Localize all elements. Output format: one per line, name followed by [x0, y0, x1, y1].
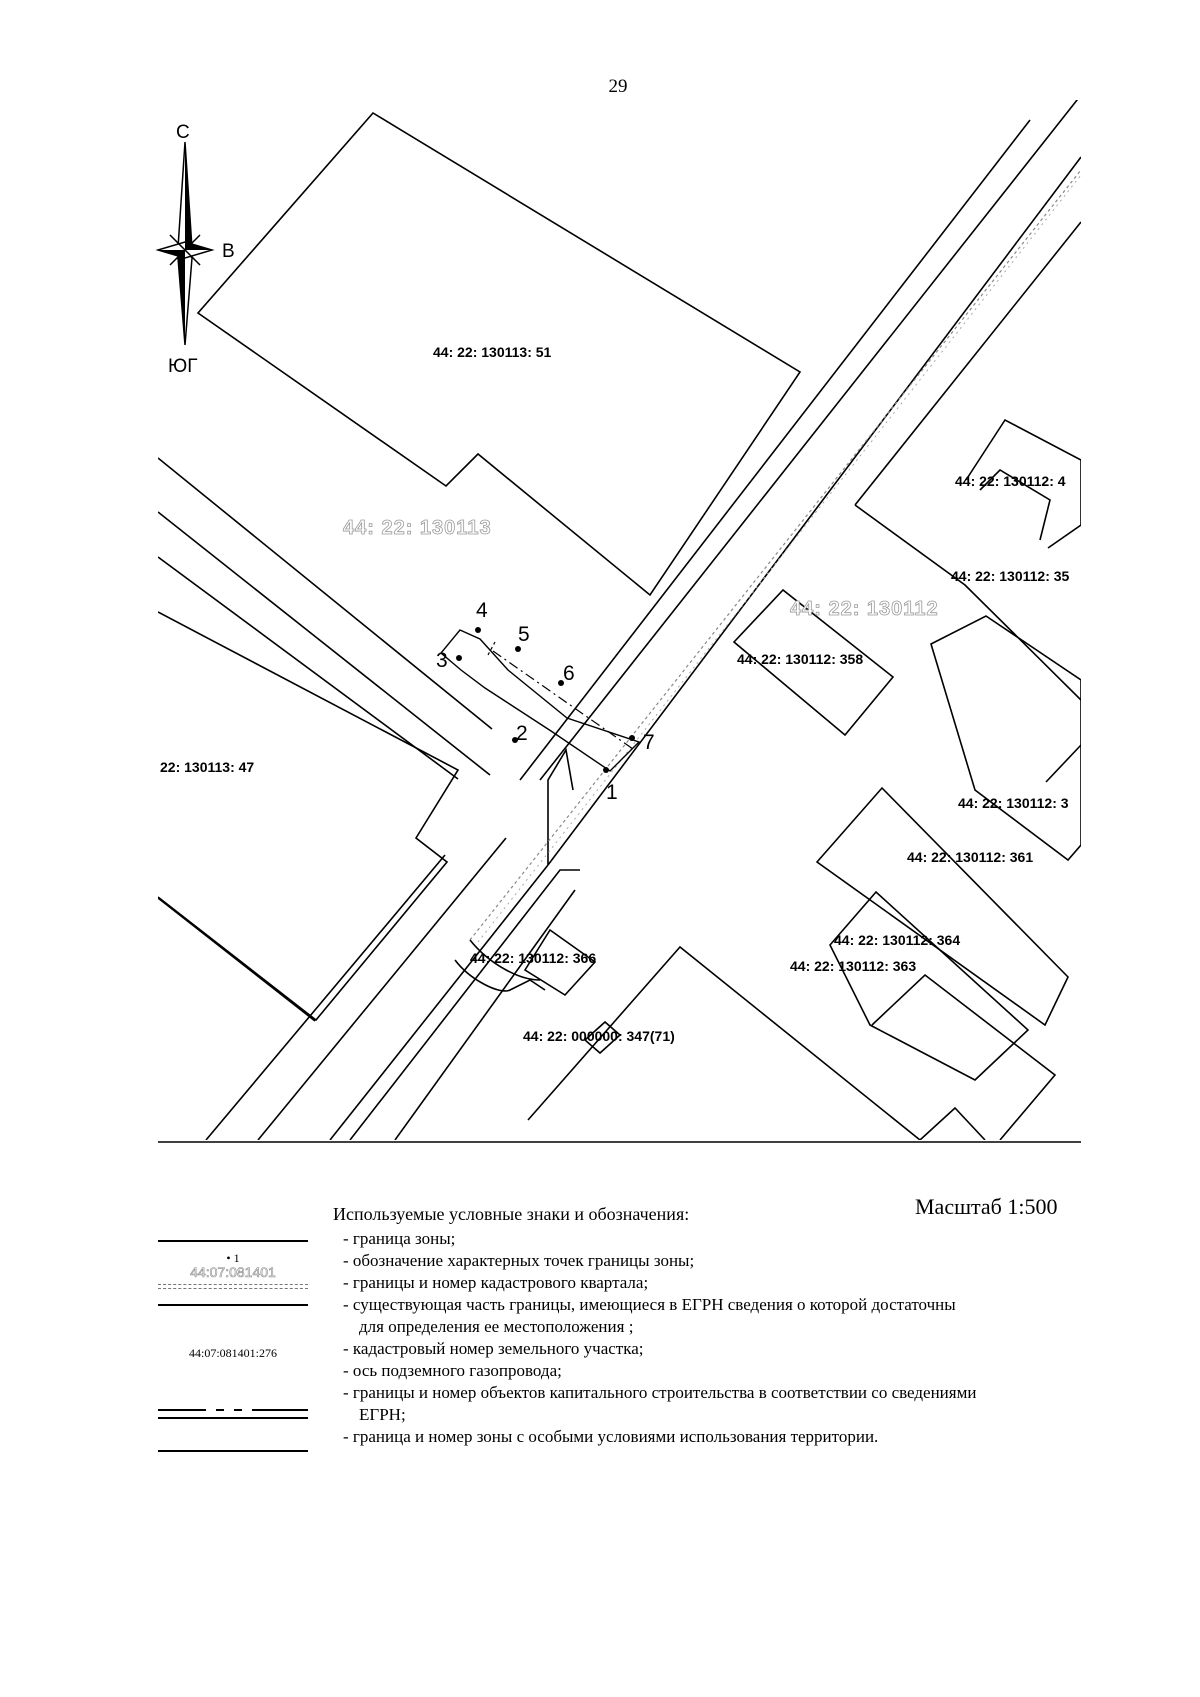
- gas-pipeline-axis: [492, 650, 634, 750]
- legend-item: - граница зоны;: [343, 1229, 456, 1248]
- legend-item: - границы и номер объектов капитального …: [343, 1383, 977, 1402]
- building-358: [732, 588, 895, 737]
- road-edge: [854, 504, 1081, 701]
- legend-symbol-point: • 1: [226, 1251, 240, 1265]
- road-curve: [454, 959, 546, 992]
- point-label-4: 4: [476, 599, 488, 622]
- parcel-label-347: 44: 22: 000000: 347(71): [523, 1028, 675, 1044]
- zone-points: [456, 627, 635, 773]
- legend-item: - кадастровый номер земельного участка;: [343, 1339, 644, 1358]
- parcel-label-358: 44: 22: 130112: 358: [737, 651, 863, 667]
- zone-boundary: [440, 629, 641, 772]
- page-number: 29: [608, 76, 628, 97]
- rail-line: [469, 169, 1081, 941]
- legend-item: - границы и номер кадастрового квартала;: [343, 1273, 649, 1292]
- road-edge: [329, 864, 549, 1140]
- parcel-51: [196, 111, 802, 597]
- road-edge: [854, 221, 1081, 506]
- parcel-label-47: 22: 130113: 47: [160, 759, 254, 775]
- parcel-3x: [1045, 744, 1081, 783]
- legend-item-continuation: для определения ее местоположения ;: [359, 1317, 634, 1336]
- building-347: [583, 1020, 622, 1055]
- legend-title: Используемые условные знаки и обозначени…: [333, 1204, 690, 1224]
- legend-symbol-special-zone: [158, 1450, 308, 1452]
- legend-symbol-quarter-line: [158, 1288, 308, 1289]
- road-curve: [469, 939, 541, 981]
- parcel-label-51: 44: 22: 130113: 51: [433, 344, 552, 360]
- road-edge: [205, 854, 446, 1140]
- point-label-6: 6: [563, 662, 575, 685]
- compass-south: ЮГ: [168, 356, 197, 377]
- legend-item-continuation: ЕГРН;: [359, 1405, 406, 1424]
- legend-symbol-existing-boundary: [158, 1304, 308, 1306]
- quarter-label-130113: 44: 22: 130113: [343, 517, 492, 539]
- point-label-2: 2: [516, 722, 528, 745]
- legend-symbol-gas-axis: [158, 1409, 308, 1411]
- point-label-3: 3: [436, 649, 448, 672]
- building-bottom-right: [919, 1106, 986, 1140]
- compass-east: В: [222, 241, 235, 262]
- legend-item: - существующая часть границы, имеющиеся …: [343, 1295, 956, 1314]
- building-4-inner: [979, 468, 1051, 541]
- parcel-label-366: 44: 22: 130112: 366: [470, 950, 596, 966]
- parcel-label-35: 44: 22: 130112: 35: [951, 568, 1070, 584]
- parcel-347: [527, 945, 921, 1140]
- road-edge: [158, 457, 493, 730]
- legend-symbol-quarter: 44:07:081401: [190, 1264, 276, 1281]
- legend-item: - граница и номер зоны с особыми условия…: [343, 1427, 879, 1446]
- legend-item: - обозначение характерных точек границы …: [343, 1251, 695, 1270]
- building-4: [965, 418, 1081, 549]
- parcel-label-364: 44: 22: 130112: 364: [834, 932, 960, 948]
- point-label-1: 1: [606, 781, 618, 804]
- compass-north: С: [176, 122, 190, 143]
- road-edge: [349, 869, 580, 1140]
- road-edge: [158, 556, 459, 780]
- rail-line: [477, 174, 1081, 943]
- parcel-361: [930, 615, 1081, 862]
- parcel-label-3x: 44: 22: 130112: 3: [958, 795, 1069, 811]
- parcel-label-363: 44: 22: 130112: 363: [790, 958, 916, 974]
- point-label-5: 5: [518, 623, 530, 646]
- legend-symbol-zone-boundary: [158, 1240, 308, 1242]
- legend-item: - ось подземного газопровода;: [343, 1361, 562, 1380]
- road-edge: [257, 837, 507, 1140]
- legend-symbol-quarter-line: [158, 1284, 308, 1285]
- legend-symbol-parcel-number: 44:07:081401:276: [188, 1346, 277, 1360]
- parcel-364: [815, 786, 1069, 1027]
- road-edge: [519, 119, 1031, 781]
- road-edge: [158, 897, 316, 1022]
- road-edge: [158, 511, 491, 776]
- point-label-7: 7: [643, 731, 655, 754]
- road-edge: [547, 747, 574, 865]
- building-366: [523, 928, 597, 997]
- parcel-label-361: 44: 22: 130112: 361: [907, 849, 1033, 865]
- quarter-label-130112: 44: 22: 130112: [790, 598, 939, 620]
- compass-rose-icon: [155, 141, 215, 346]
- road-edge: [547, 156, 1081, 866]
- map-scale: Масштаб 1:500: [915, 1194, 1058, 1219]
- parcel-47: [158, 611, 460, 1022]
- gas-pipeline-axis: [487, 641, 496, 656]
- road-edge: [539, 100, 1079, 781]
- legend-symbol-building: [158, 1417, 308, 1419]
- parcel-label-4: 44: 22: 130112: 4: [955, 473, 1066, 489]
- legend-list: - граница зоны; - обозначение характерны…: [343, 1228, 1093, 1448]
- building-363: [871, 973, 1057, 1140]
- parcel-363: [829, 890, 1030, 1081]
- road-edge: [394, 889, 576, 1140]
